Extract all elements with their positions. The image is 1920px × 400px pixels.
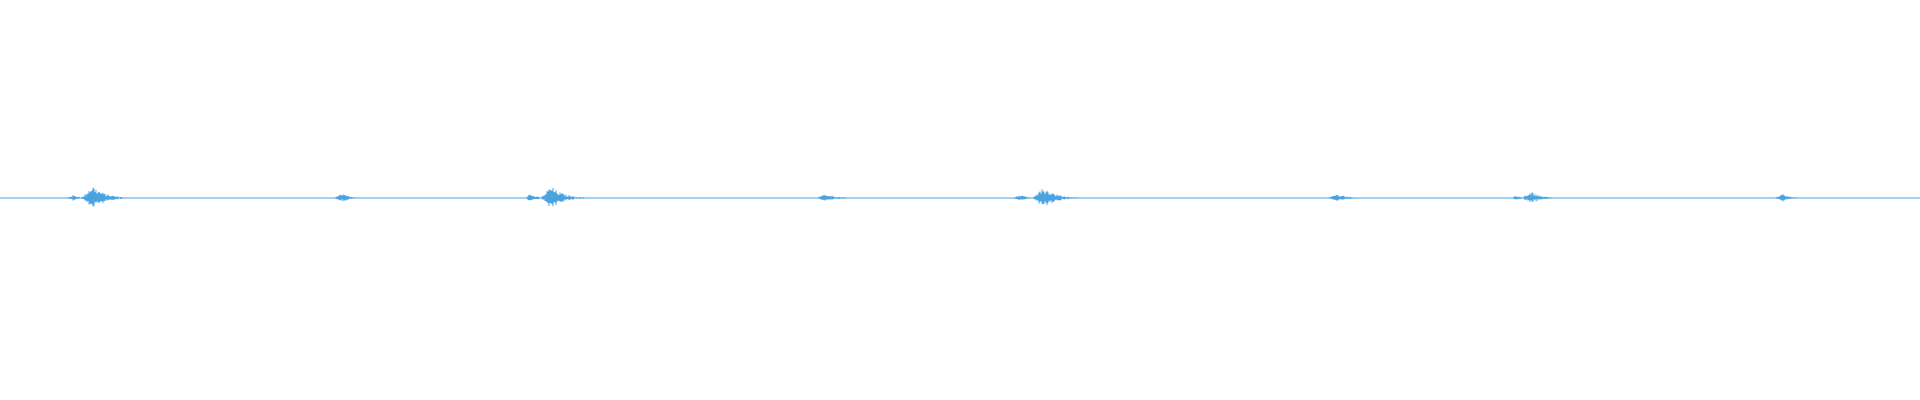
waveform-signal [0,187,1920,207]
